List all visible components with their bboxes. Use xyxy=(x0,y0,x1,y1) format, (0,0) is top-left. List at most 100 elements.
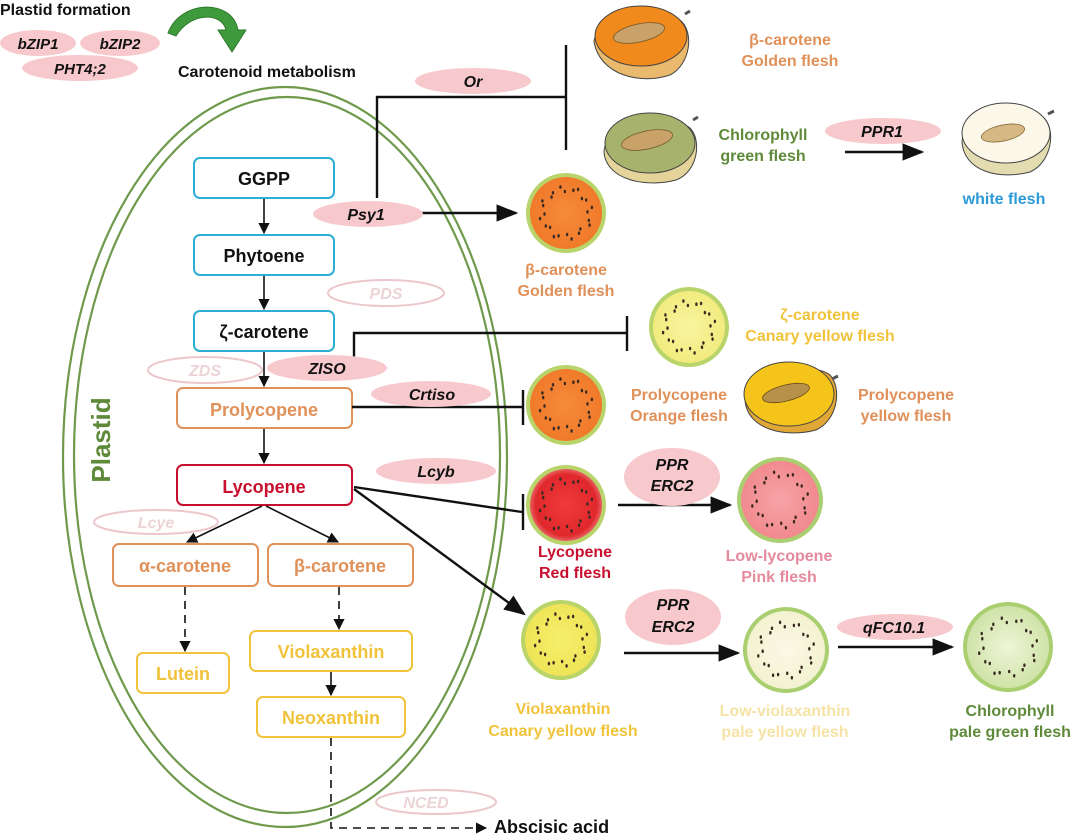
seed xyxy=(797,623,801,627)
seed xyxy=(765,523,769,527)
watermelon-prolycopene-orange-icon xyxy=(526,365,606,445)
seed xyxy=(541,391,544,395)
watermelon-flesh xyxy=(530,177,602,249)
seed xyxy=(551,383,555,387)
seed xyxy=(570,529,573,533)
seed xyxy=(574,654,577,658)
seed xyxy=(542,203,545,208)
seed xyxy=(674,305,678,309)
seed xyxy=(992,622,995,627)
seed xyxy=(538,408,542,413)
gene-ellipse-ppr-erc2-a xyxy=(624,448,720,506)
seed xyxy=(666,326,669,330)
pathway-boxes: GGPP Phytoene ζ-carotene Prolycopene Lyc… xyxy=(112,157,414,738)
seed xyxy=(770,522,774,527)
label-lycopene: Lycopene xyxy=(222,477,305,497)
seed xyxy=(538,216,542,221)
melon-white-icon xyxy=(961,102,1055,176)
seed xyxy=(543,504,546,508)
seed xyxy=(981,636,984,641)
gene-ziso: ZISO xyxy=(307,361,346,378)
seed xyxy=(563,189,567,194)
arrow-lycopene-beta xyxy=(265,505,340,543)
watermelon-flesh xyxy=(530,469,602,541)
box-violaxanthin xyxy=(249,630,413,672)
gene-pds: PDS xyxy=(370,286,403,303)
seed xyxy=(580,388,584,393)
gene-ellipse-psy1 xyxy=(313,201,423,227)
watermelon-flesh xyxy=(653,291,725,363)
seed xyxy=(552,426,556,431)
gene-ellipse-lcyb xyxy=(376,458,496,484)
regulatory-lines xyxy=(352,45,955,662)
seed xyxy=(794,515,797,520)
seed xyxy=(783,624,786,629)
melon-green-icon xyxy=(603,112,699,184)
seed xyxy=(587,410,590,415)
label-prolycopene: Prolycopene xyxy=(210,400,318,420)
seed xyxy=(565,424,569,429)
seed xyxy=(542,395,545,400)
label-abscisic-acid: Abscisic acid xyxy=(494,817,609,836)
seed xyxy=(713,319,717,324)
seed xyxy=(563,481,567,486)
seed xyxy=(572,380,575,385)
seed xyxy=(1015,619,1018,624)
phenotype-text: Golden flesh xyxy=(742,53,839,70)
seed xyxy=(543,652,547,657)
gene-psy1: Psy1 xyxy=(347,207,384,224)
seed xyxy=(791,473,795,477)
watermelon-pale-green-icon xyxy=(963,602,1053,692)
ziso-line xyxy=(352,331,627,363)
phenotype-text: pale yellow flesh xyxy=(721,724,848,741)
watermelon-group xyxy=(521,173,1053,693)
seed xyxy=(980,631,983,636)
seed xyxy=(1031,644,1034,648)
seed xyxy=(580,196,584,201)
seed xyxy=(565,664,568,668)
seed xyxy=(551,191,555,195)
phenotype-text: Chlorophyll xyxy=(966,703,1055,720)
seed xyxy=(577,423,581,428)
seed xyxy=(579,519,582,523)
gene-ellipse-pds xyxy=(327,279,445,307)
seed xyxy=(751,504,754,508)
seed xyxy=(542,495,545,500)
seed xyxy=(769,630,772,635)
seed xyxy=(536,626,539,630)
carotenoid-metabolism-label: Carotenoid metabolism xyxy=(178,64,356,81)
box-neoxanthin xyxy=(256,696,406,738)
watermelon-zeta-canary-icon xyxy=(649,287,729,367)
gene-ellipse-zds xyxy=(147,356,263,384)
phenotype-text: pale green flesh xyxy=(949,724,1071,741)
label-beta-carotene: β-carotene xyxy=(294,556,386,576)
seed xyxy=(761,649,764,653)
seed xyxy=(565,232,569,237)
seed xyxy=(557,526,560,530)
seed xyxy=(664,313,667,317)
gene-pht4-2: PHT4;2 xyxy=(54,61,106,78)
arrow-lycopene-alpha xyxy=(185,505,263,543)
seed xyxy=(1020,618,1023,623)
seed xyxy=(587,510,590,515)
seed xyxy=(585,632,589,637)
seed xyxy=(547,661,551,666)
seed xyxy=(565,524,569,529)
watermelon-flesh xyxy=(747,611,825,689)
phenotype-text: Prolycopene xyxy=(858,387,954,404)
pathway-arrows xyxy=(179,199,488,834)
seed xyxy=(1025,628,1028,633)
phenotype-text: Low-lycopene xyxy=(726,548,833,565)
seed xyxy=(699,301,703,306)
seed xyxy=(544,224,547,228)
watermelon-low-lycopene-icon xyxy=(737,457,823,543)
seed xyxy=(796,482,799,487)
phenotype-text: β-carotene xyxy=(749,32,831,49)
phenotype-text: β-carotene xyxy=(525,262,607,279)
phenotype-text: Red flesh xyxy=(539,565,611,582)
seed xyxy=(585,198,588,202)
gene-bzip1: bZIP1 xyxy=(18,36,59,53)
seed xyxy=(580,488,584,493)
seed xyxy=(770,626,774,631)
gene-ellipse-lcye xyxy=(93,509,219,535)
